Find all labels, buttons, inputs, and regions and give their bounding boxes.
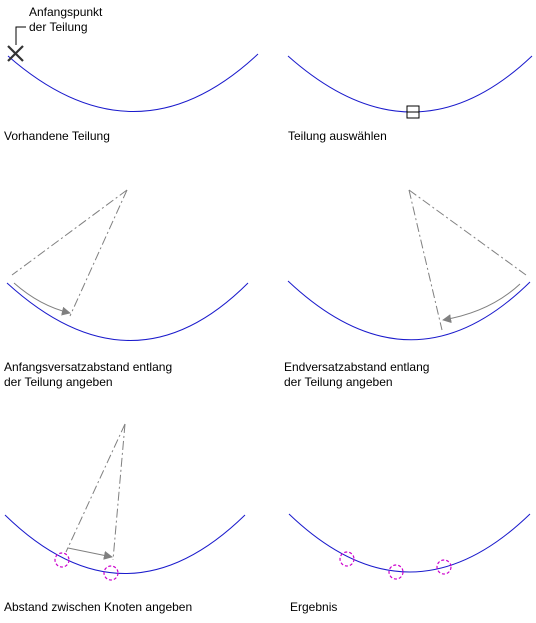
caption-end-offset: Endversatzabstand entlang der Teilung an… (284, 360, 429, 390)
start-point-callout: Anfangspunkt der Teilung (29, 5, 102, 35)
construction-line (408, 189, 443, 331)
division-node-icon (436, 559, 452, 575)
construction-line (65, 423, 126, 553)
division-node-icon (54, 552, 70, 568)
panel-end-offset (287, 189, 531, 341)
panel-result (288, 513, 531, 580)
division-node-icon (339, 551, 355, 567)
division-arc (4, 514, 246, 574)
caption-line: der Teilung angeben (4, 375, 113, 389)
callout-leader-line (15, 26, 26, 45)
caption-line: der Teilung angeben (284, 375, 393, 389)
node-spacing-arrow (67, 547, 113, 560)
construction-line (408, 189, 527, 276)
callout-line-1: Anfangspunkt (29, 5, 103, 19)
panel-node-spacing (4, 423, 246, 581)
start-point-marker-icon (7, 45, 24, 62)
construction-line (11, 189, 128, 276)
callout-line-2: der Teilung (29, 20, 88, 34)
panel-existing-division (7, 26, 259, 112)
division-arc (6, 282, 249, 341)
construction-line (112, 423, 126, 561)
caption-node-spacing: Abstand zwischen Knoten angeben (4, 600, 193, 614)
division-arc (287, 55, 533, 113)
caption-line: Endversatzabstand entlang (284, 360, 430, 374)
caption-result: Ergebnis (290, 600, 338, 614)
division-arc (288, 513, 531, 573)
caption-select-division: Teilung auswählen (288, 129, 387, 143)
caption-line: Anfangsversatzabstand entlang (4, 360, 173, 374)
division-arc (287, 280, 531, 341)
division-arc (7, 53, 259, 112)
panel-start-offset (6, 189, 249, 341)
panel-select-division (287, 55, 533, 119)
start-offset-arrow (13, 282, 71, 316)
construction-line (69, 189, 128, 317)
division-node-icon (388, 564, 404, 580)
caption-existing-division: Vorhandene Teilung (4, 129, 110, 143)
division-node-icon (103, 565, 119, 581)
caption-start-offset: Anfangsversatzabstand entlang der Teilun… (4, 360, 172, 390)
end-offset-arrow (442, 283, 521, 324)
